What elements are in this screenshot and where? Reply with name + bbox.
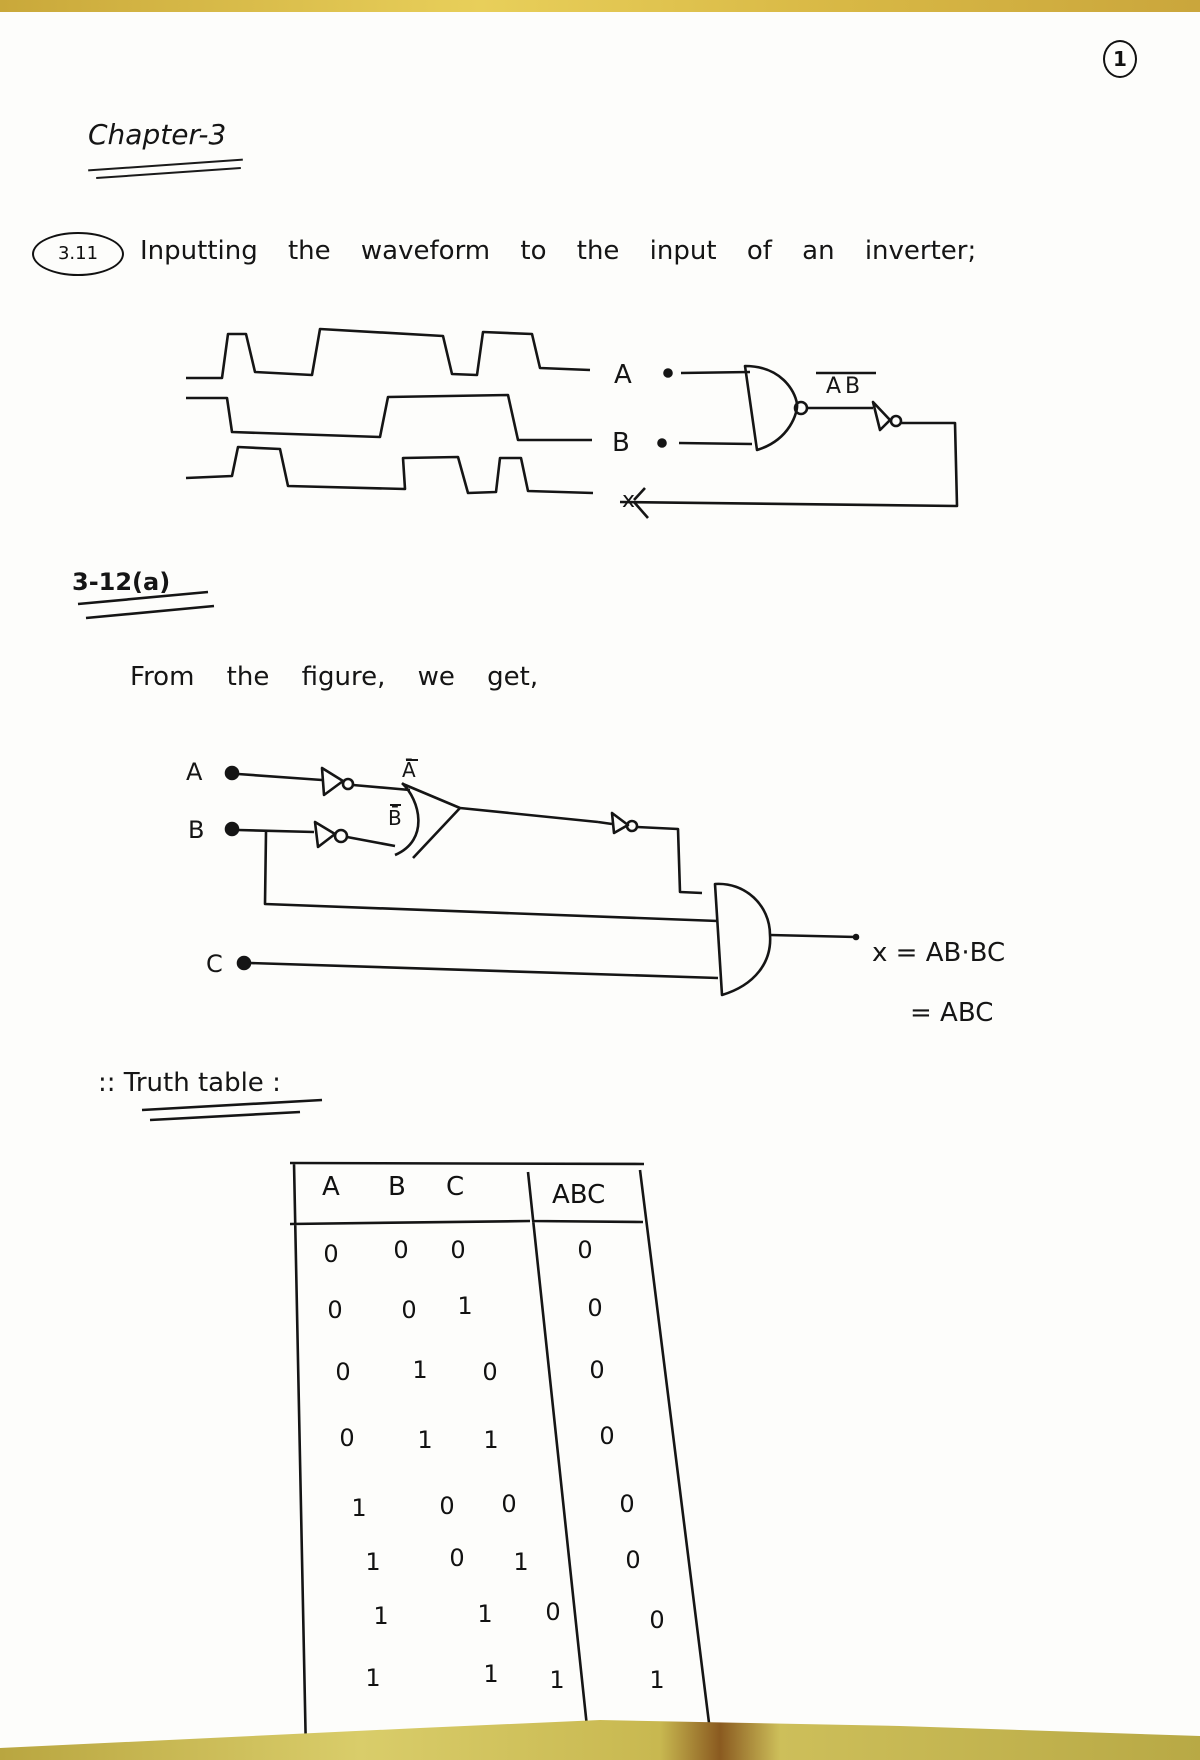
- cell: 1: [483, 1660, 499, 1688]
- tt-header-a: A: [322, 1172, 340, 1202]
- cell: 1: [513, 1548, 529, 1576]
- cell: 0: [625, 1546, 641, 1574]
- problem-number-badge: 3.11: [32, 232, 124, 276]
- paper-top-edge: [0, 0, 1200, 12]
- waveform-a: [186, 327, 591, 380]
- cell: 0: [649, 1606, 665, 1634]
- not-a-label: Ā: [402, 758, 416, 782]
- cell: 0: [323, 1240, 339, 1268]
- waveform-label-x: x: [622, 488, 636, 513]
- cell: 0: [501, 1490, 517, 1518]
- cell: 1: [417, 1426, 433, 1454]
- output-equation-line2: = ABC: [910, 998, 994, 1028]
- inverter-3-11: [871, 400, 892, 432]
- cell: 0: [401, 1296, 417, 1324]
- cell: 1: [373, 1602, 389, 1630]
- cell: 0: [439, 1492, 455, 1520]
- cell: 0: [599, 1422, 615, 1450]
- cell: 0: [577, 1236, 593, 1264]
- chapter-title: Chapter-3: [88, 118, 227, 151]
- cell: 0: [393, 1236, 409, 1264]
- and-gate: [713, 882, 772, 997]
- waveform-label-a: A: [614, 360, 632, 390]
- cell: 0: [545, 1598, 561, 1626]
- input-label-c: C: [206, 950, 223, 978]
- problem-3-12-number: 3-12(a): [72, 568, 171, 596]
- waveform-b: [186, 393, 592, 442]
- tt-header-output: ABC: [552, 1180, 606, 1210]
- cell: 1: [549, 1666, 565, 1694]
- tt-header-b: B: [388, 1172, 406, 1202]
- cell: 1: [365, 1664, 381, 1692]
- cell: 1: [649, 1666, 665, 1694]
- cell: 0: [482, 1358, 498, 1386]
- truth-table-frame: [289, 1161, 715, 1756]
- cell: 0: [589, 1356, 605, 1384]
- cell: 0: [327, 1296, 343, 1324]
- cell: 1: [483, 1426, 499, 1454]
- truth-table-title: :: Truth table :: [98, 1068, 281, 1098]
- cell: 0: [587, 1294, 603, 1322]
- problem-number-text: 3.11: [57, 243, 99, 264]
- cell: 0: [449, 1544, 465, 1572]
- page-number-text: 1: [1113, 47, 1127, 71]
- or-gate: [394, 782, 599, 859]
- inverter-or: [610, 811, 630, 835]
- not-b-label: B̄: [388, 806, 402, 830]
- cell: 1: [477, 1600, 493, 1628]
- inverter-b: [313, 820, 337, 849]
- cell: 1: [412, 1356, 428, 1384]
- cell: 1: [351, 1494, 367, 1522]
- nand-output-label: AB: [826, 374, 865, 399]
- waveform-label-b: B: [612, 428, 630, 458]
- tt-header-c: C: [446, 1172, 465, 1202]
- output-equation-line1: x = AB·BC: [872, 938, 1006, 968]
- waveform-x: [185, 445, 594, 495]
- problem-statement: Inputting the waveform to the input of a…: [140, 236, 977, 266]
- cell: 0: [619, 1490, 635, 1518]
- cell: 1: [457, 1292, 473, 1320]
- page-number: 1: [1103, 40, 1137, 78]
- inverter-a: [320, 766, 345, 797]
- problem-3-12-intro: From the figure, we get,: [130, 662, 539, 692]
- cell: 0: [339, 1424, 355, 1452]
- input-label-b: B: [188, 816, 205, 844]
- cell: 1: [365, 1548, 381, 1576]
- cell: 0: [450, 1236, 466, 1264]
- input-label-a: A: [186, 758, 203, 786]
- cell: 0: [335, 1358, 351, 1386]
- nand-gate: [743, 364, 799, 452]
